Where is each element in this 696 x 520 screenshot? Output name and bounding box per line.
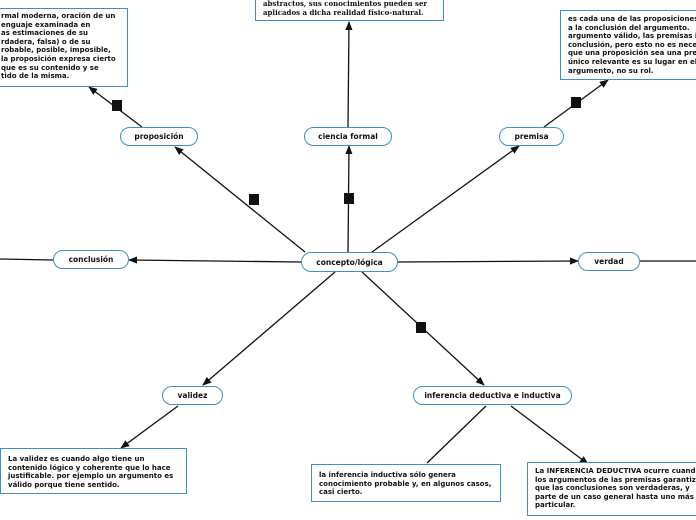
edge-center-proposicion bbox=[174, 146, 306, 253]
edge-validez-note bbox=[120, 405, 179, 449]
link-marker-proposicion bbox=[249, 194, 259, 205]
edge-center-conclusion bbox=[128, 256, 302, 264]
edge-center-validez bbox=[202, 271, 336, 386]
topic-verdad[interactable]: verdad bbox=[578, 252, 640, 271]
note-proposicion: rmal moderna, oración de un enguaje exam… bbox=[0, 8, 128, 87]
topic-validez[interactable]: validez bbox=[162, 386, 223, 405]
topic-conclusion[interactable]: conclusión bbox=[53, 250, 129, 269]
link-marker-proposicion-note bbox=[112, 100, 122, 111]
topic-inferencia[interactable]: inferencia deductiva e inductiva bbox=[413, 386, 572, 405]
edge-ciencia-note bbox=[345, 21, 353, 128]
note-validez: La validez es cuando algo tiene un conte… bbox=[0, 448, 187, 494]
edge-inferencia-inductiva bbox=[426, 405, 487, 464]
link-marker-premisa-note bbox=[571, 97, 581, 108]
note-premisa: es cada una de las proposiciones a la co… bbox=[560, 10, 696, 80]
note-inferencia-deductiva: La INFERENCIA DEDUCTIVA ocurre cuand los… bbox=[527, 462, 696, 516]
topic-premisa[interactable]: premisa bbox=[499, 127, 564, 146]
edge-center-verdad bbox=[396, 257, 579, 265]
edge-center-premisa bbox=[371, 145, 520, 253]
link-marker-inferencia bbox=[416, 322, 426, 333]
central-topic-node[interactable]: concepto/lógica bbox=[301, 252, 398, 272]
edge-conclusion-out bbox=[0, 258, 54, 261]
topic-proposicion[interactable]: proposición bbox=[120, 127, 198, 146]
link-marker-ciencia bbox=[344, 193, 354, 204]
note-ciencia-formal: abstractos, sus conocimientos pueden ser… bbox=[255, 0, 444, 21]
note-inferencia-inductiva: la inferencia inductiva sólo genera cono… bbox=[311, 464, 501, 502]
topic-ciencia-formal[interactable]: ciencia formal bbox=[304, 127, 392, 146]
edge-inferencia-deductiva bbox=[510, 405, 589, 465]
